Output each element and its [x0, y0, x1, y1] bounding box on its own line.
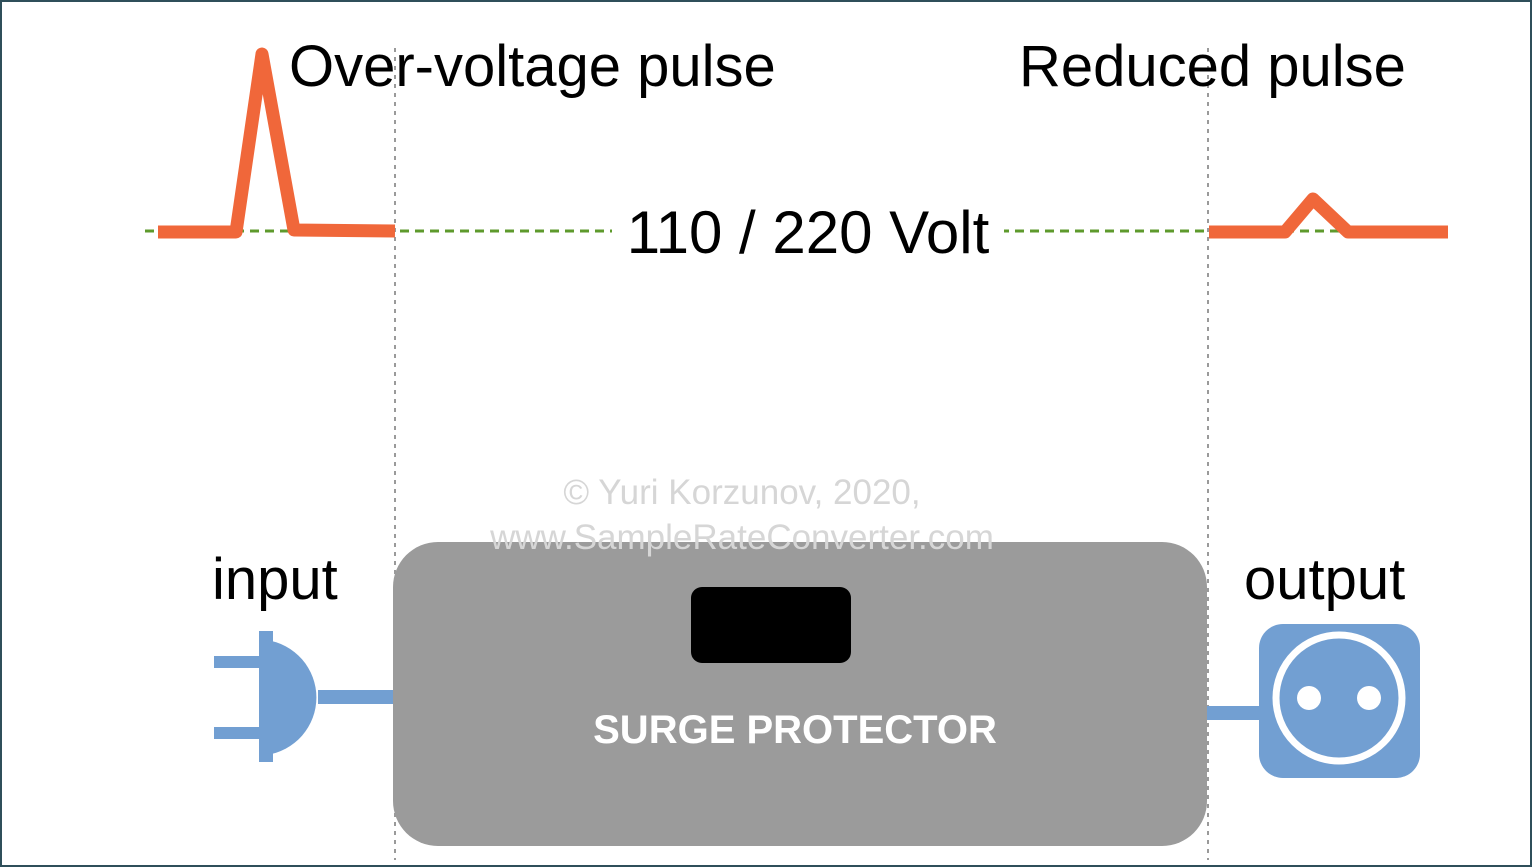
output-cable	[1204, 706, 1262, 720]
power-plug-icon	[214, 631, 317, 762]
input-label: input	[212, 547, 338, 612]
power-socket-icon	[1259, 624, 1420, 778]
reduced-pulse-wave	[1209, 192, 1448, 239]
over-voltage-pulse-label: Over-voltage pulse	[289, 34, 776, 99]
over-voltage-pulse-wave	[158, 47, 396, 239]
voltage-label: 110 / 220 Volt	[627, 199, 990, 266]
reduced-pulse-label: Reduced pulse	[1019, 34, 1406, 99]
surge-protector-body	[393, 542, 1207, 846]
watermark-line-2: www.SampleRateConverter.com	[489, 518, 994, 557]
output-label: output	[1244, 547, 1405, 612]
watermark-line-1: © Yuri Korzunov, 2020,	[563, 473, 920, 512]
voltage-label-backing	[612, 196, 1004, 266]
surge-protector-label: SURGE PROTECTOR	[593, 708, 997, 752]
input-cable	[318, 690, 398, 704]
surge-protector-indicator	[691, 587, 851, 663]
